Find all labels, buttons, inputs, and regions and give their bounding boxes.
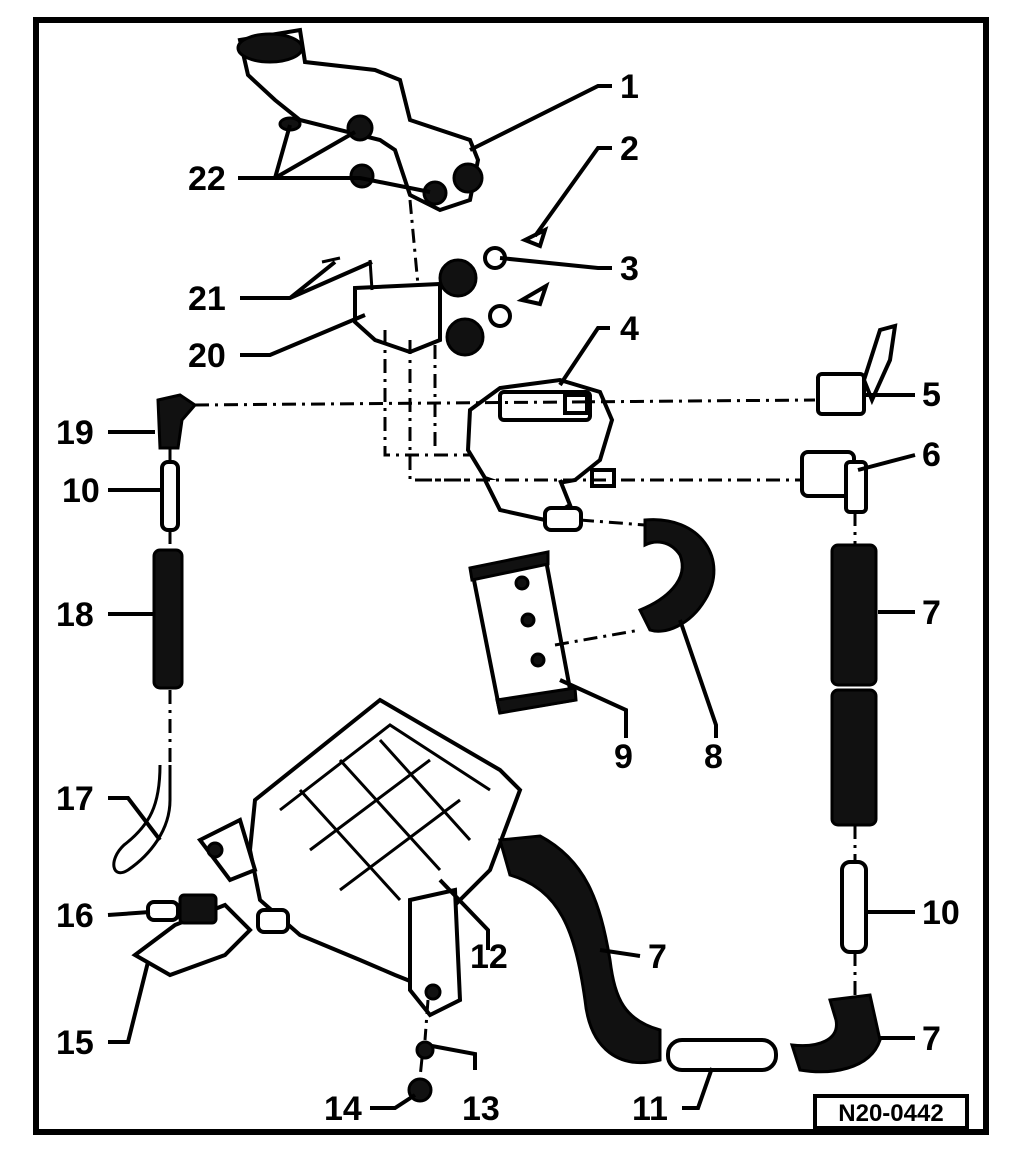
filter-element: [468, 550, 578, 715]
callout-14: 14: [324, 1090, 362, 1128]
callout-3: 3: [620, 250, 639, 288]
callout-10-left: 10: [62, 472, 100, 510]
left-hose-line: [112, 393, 198, 874]
hose-nipple: [666, 1038, 778, 1072]
callout-8: 8: [704, 738, 723, 776]
callout-17: 17: [56, 780, 94, 818]
reference-code-box: N20-0442: [813, 1094, 969, 1130]
callout-16: 16: [56, 897, 94, 935]
callout-5: 5: [922, 376, 941, 414]
hose-connector: [800, 450, 868, 514]
reference-code: N20-0442: [838, 1100, 943, 1127]
callout-7-lower: 7: [922, 1020, 941, 1058]
callout-13: 13: [462, 1090, 500, 1128]
callout-15: 15: [56, 1024, 94, 1062]
control-valve: [465, 377, 616, 532]
leader-lines: [107, 84, 916, 1110]
callout-labels: 1 2 3 4 5 6 7 7 7 7 8 9 10 10 11 12 13 1…: [56, 68, 960, 1128]
callout-19: 19: [56, 414, 94, 452]
callout-21: 21: [188, 280, 226, 318]
valve-bracket: [321, 226, 550, 357]
callout-9: 9: [614, 738, 633, 776]
electrical-connector: [816, 323, 898, 416]
callout-6: 6: [922, 436, 941, 474]
right-hose-line: [789, 543, 882, 1074]
callout-20: 20: [188, 337, 226, 375]
callout-7-middle: 7: [648, 938, 667, 976]
activated-charcoal-canister: [196, 697, 523, 1018]
assembly-lines: [168, 199, 857, 1079]
callout-1: 1: [620, 68, 639, 106]
elbow-hose: [637, 518, 716, 633]
callout-2: 2: [620, 130, 639, 168]
callout-11: 11: [632, 1090, 668, 1128]
callout-7-upper: 7: [922, 594, 941, 632]
callout-18: 18: [56, 596, 94, 634]
callout-4: 4: [620, 310, 639, 348]
callout-12: 12: [470, 938, 508, 976]
callout-22: 22: [188, 160, 226, 198]
canister-hose: [498, 834, 662, 1064]
callout-10-right: 10: [922, 894, 960, 932]
canister-fittings: [131, 893, 435, 1103]
